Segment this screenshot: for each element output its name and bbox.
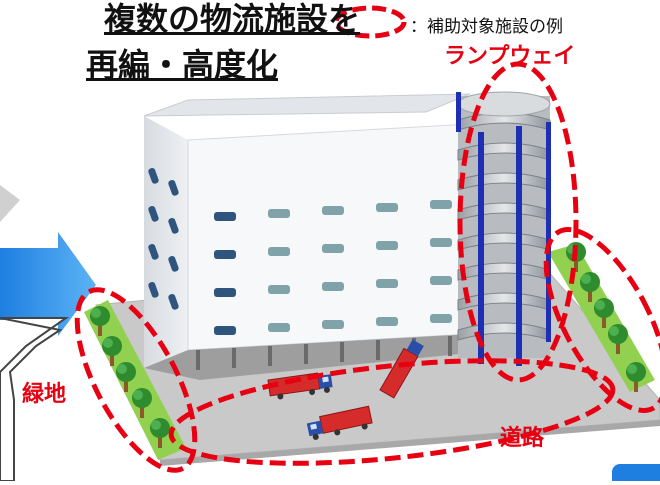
pillar: [448, 336, 452, 356]
green-highlight-left: [74, 287, 198, 473]
front-windows: [214, 200, 452, 335]
title-line-2: 再編・高度化: [86, 46, 279, 84]
tree-icon: [626, 362, 646, 392]
legend-example-ellipse: [333, 5, 407, 39]
left-gray-panel: [0, 185, 20, 222]
window: [430, 238, 452, 247]
tree-icon: [594, 298, 614, 328]
window: [168, 217, 179, 234]
truck-icon: [379, 339, 424, 399]
label-road: 道路: [500, 426, 545, 451]
building-front: [187, 123, 471, 351]
window: [322, 282, 344, 291]
window: [322, 206, 344, 215]
ramp-highlight: [457, 61, 579, 383]
label-rampway: ランプウェイ: [444, 44, 576, 69]
tree-icon: [116, 362, 136, 392]
window: [148, 205, 159, 222]
tree-icon: [608, 324, 628, 354]
tree-icon: [132, 388, 152, 418]
window: [148, 167, 159, 184]
pillar: [196, 350, 200, 370]
truck-icon: [306, 405, 373, 440]
legend-text: ：補助対象施設の例: [410, 17, 563, 37]
window: [430, 200, 452, 209]
building-top: [143, 93, 471, 117]
green-highlight-right: [543, 227, 660, 413]
ramp-tower: [456, 91, 551, 366]
green-strip-right: [548, 244, 655, 392]
tree-icon: [102, 336, 122, 366]
window: [214, 212, 236, 221]
pillar: [304, 344, 308, 364]
window: [376, 279, 398, 288]
window: [430, 276, 452, 285]
tree-icon: [580, 272, 600, 302]
window: [268, 285, 290, 294]
window: [322, 244, 344, 253]
window: [268, 247, 290, 256]
window: [322, 320, 344, 329]
window: [214, 288, 236, 297]
side-windows: [148, 167, 179, 310]
ramp-pillar: [478, 132, 484, 364]
tree-icon: [150, 418, 170, 448]
title-line-1: 複数の物流施設を: [104, 0, 361, 38]
window: [214, 326, 236, 335]
ramp-pillar: [516, 126, 522, 366]
pillar: [268, 346, 272, 366]
ramp-pillar: [546, 122, 551, 342]
road-highlight: [168, 358, 616, 466]
window: [430, 314, 452, 323]
window: [376, 241, 398, 250]
window: [168, 255, 179, 272]
window: [214, 250, 236, 259]
ramp-pillar: [456, 92, 461, 132]
window: [168, 179, 179, 196]
window: [376, 317, 398, 326]
corner-tab: [612, 464, 660, 485]
pillar: [376, 340, 380, 360]
window: [168, 293, 179, 310]
pillar: [232, 348, 236, 368]
window: [148, 281, 159, 298]
window: [376, 203, 398, 212]
window: [148, 243, 159, 260]
window: [268, 209, 290, 218]
tree-icon: [90, 306, 110, 336]
window: [268, 323, 290, 332]
arrow-icon: [0, 232, 96, 336]
pillar: [340, 342, 344, 362]
trees: [90, 242, 646, 448]
label-green-space: 緑地: [22, 382, 67, 407]
